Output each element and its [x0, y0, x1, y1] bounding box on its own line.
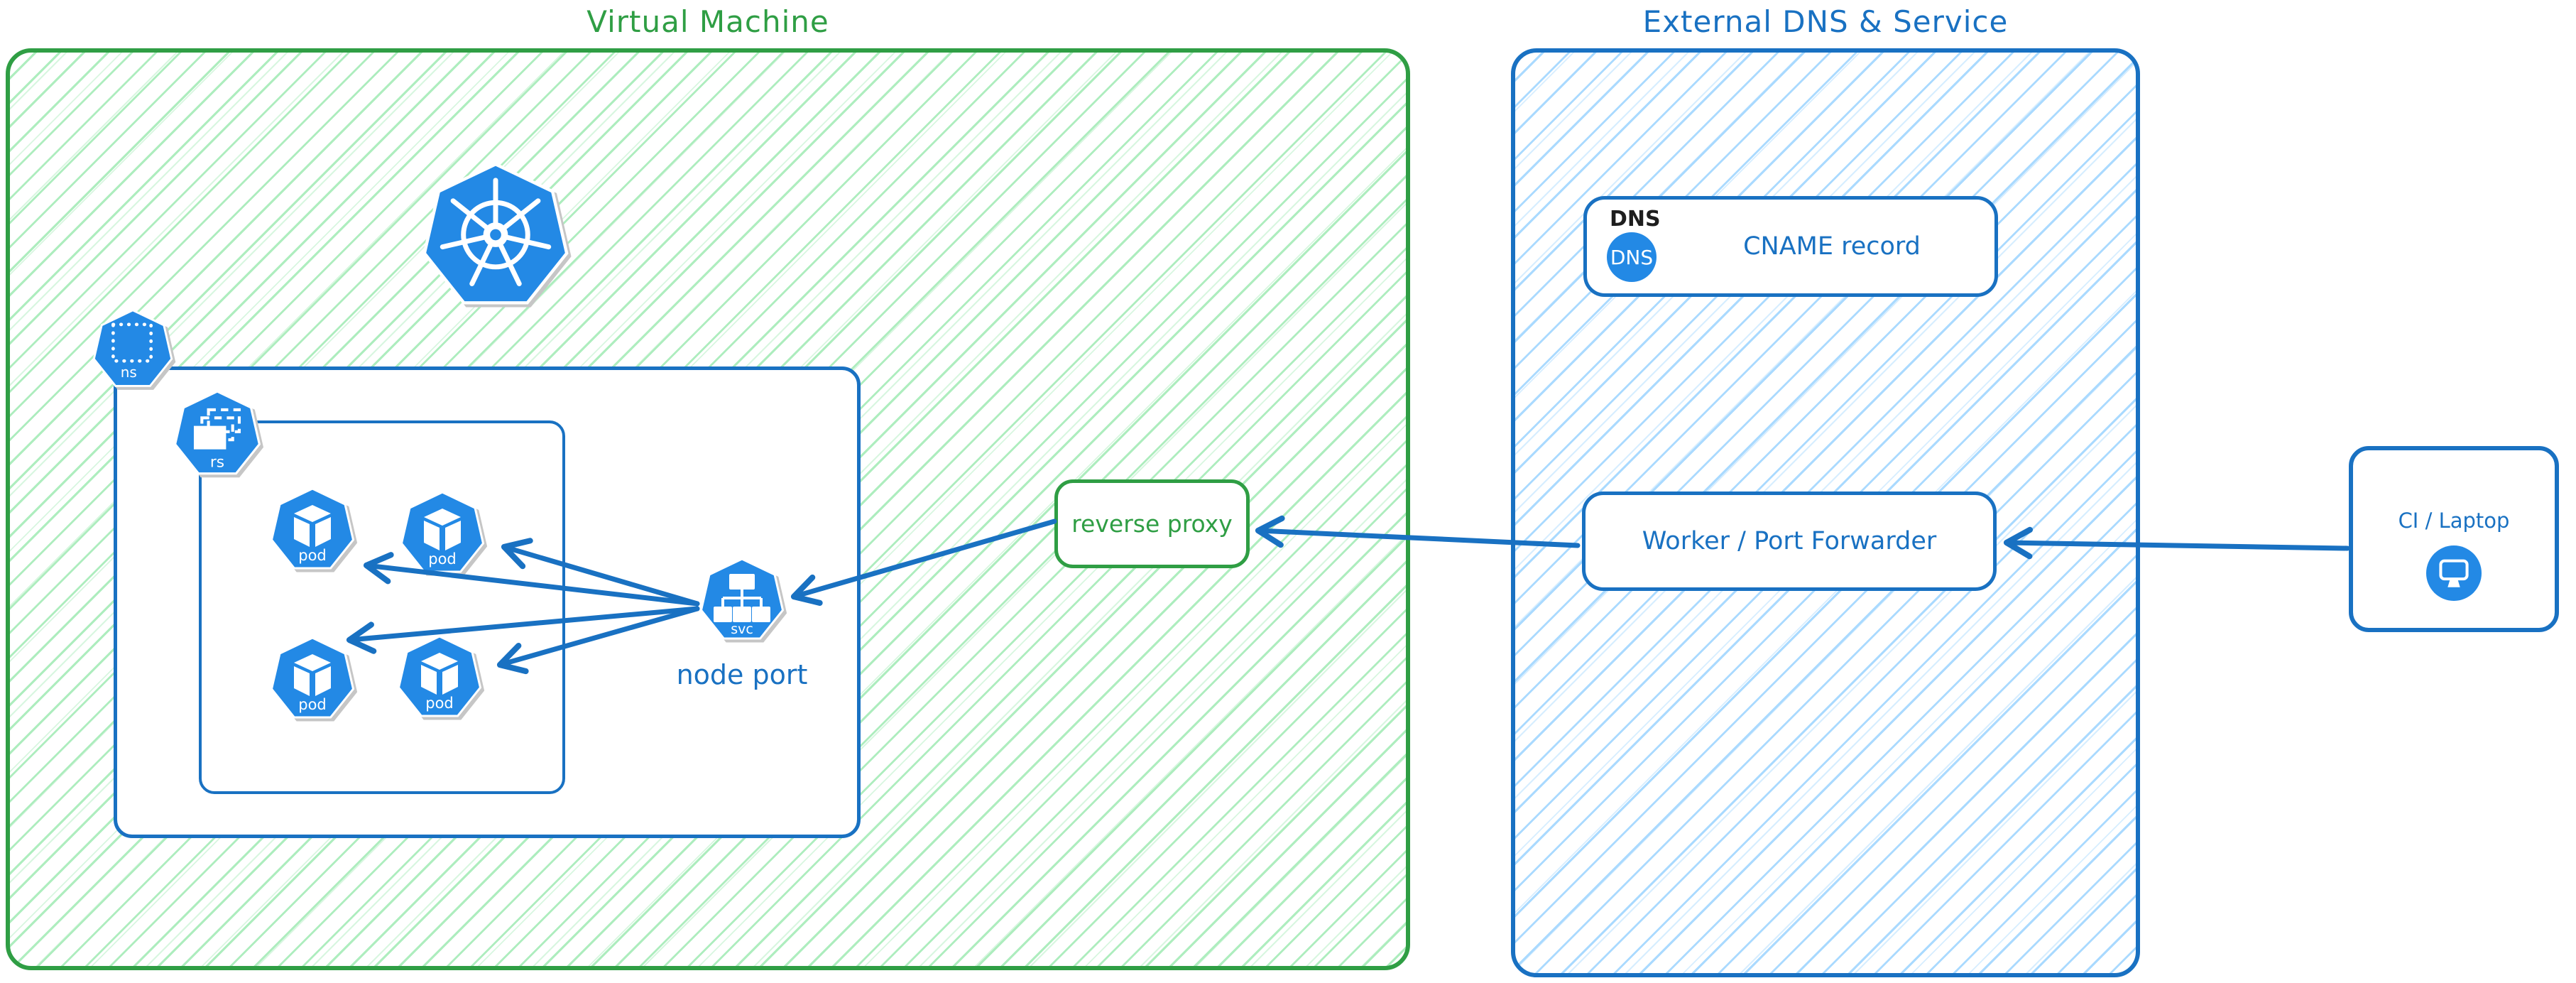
- replicaset-icon-label: rs: [210, 453, 224, 471]
- pod-icon-label: pod: [298, 547, 327, 564]
- dns-badge-icon: DNS: [1607, 232, 1657, 282]
- kubernetes-logo-icon: [422, 162, 569, 305]
- monitor-icon: [2426, 545, 2482, 601]
- external-region-title: External DNS & Service: [1642, 4, 2009, 39]
- cube-glyph: [424, 509, 461, 550]
- ci-laptop-box: CI / Laptop: [2349, 446, 2559, 632]
- namespace-icon-label: ns: [121, 364, 137, 381]
- pod-icon: pod: [397, 635, 482, 717]
- pod-icon: pod: [270, 636, 355, 719]
- pod-icon-label: pod: [425, 695, 454, 712]
- dns-record-box: DNS DNS CNAME record: [1583, 196, 1998, 297]
- service-icon-label: svc: [731, 621, 753, 637]
- dns-tag-label: DNS: [1610, 207, 1661, 232]
- cname-record-label: CNAME record: [1743, 232, 1921, 261]
- reverse-proxy-box: reverse proxy: [1054, 479, 1250, 568]
- monitor-glyph: [2439, 559, 2469, 587]
- stacked-rects-glyph: [193, 408, 241, 450]
- replicaset-icon: rs: [173, 390, 261, 475]
- service-icon: svc: [699, 558, 785, 640]
- pod-icon: pod: [400, 491, 485, 573]
- cube-glyph: [294, 505, 331, 547]
- vm-region-title: Virtual Machine: [586, 4, 829, 39]
- tree-glyph: [714, 574, 770, 622]
- cube-glyph: [421, 653, 458, 695]
- pod-icon-label: pod: [298, 696, 327, 713]
- worker-port-forwarder-box: Worker / Port Forwarder: [1582, 492, 1997, 591]
- reverse-proxy-label: reverse proxy: [1071, 510, 1233, 538]
- pod-icon: pod: [270, 487, 355, 570]
- ci-laptop-label: CI / Laptop: [2398, 509, 2510, 533]
- namespace-icon: ns: [92, 309, 173, 387]
- node-port-label: node port: [676, 659, 808, 690]
- worker-label: Worker / Port Forwarder: [1642, 527, 1937, 555]
- pod-icon-label: pod: [428, 550, 457, 567]
- cube-glyph: [294, 654, 331, 696]
